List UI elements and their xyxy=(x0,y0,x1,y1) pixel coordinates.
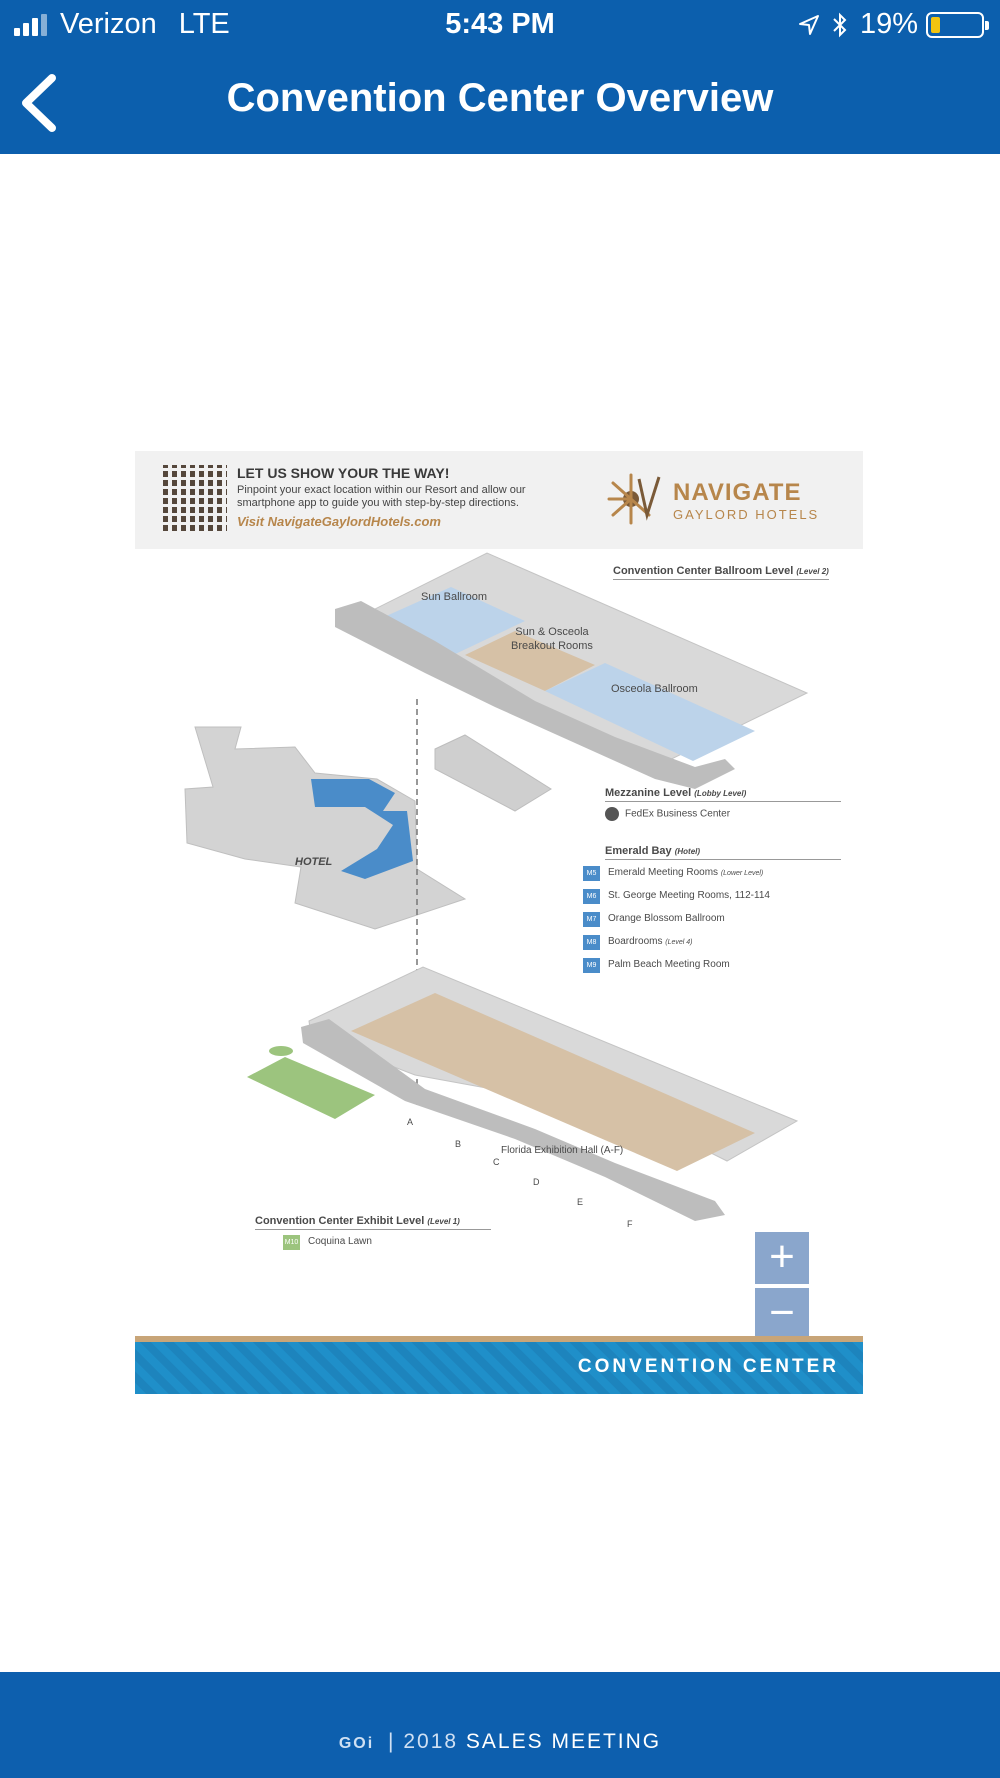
page-title: Convention Center Overview xyxy=(226,76,774,120)
qr-code xyxy=(163,465,227,531)
goi-logo: GOi xyxy=(338,1735,375,1752)
exhibition-hall-label: Florida Exhibition Hall (A-F) xyxy=(501,1145,624,1156)
floorplan: HOTEL xyxy=(184,552,809,1221)
battery-icon xyxy=(926,11,989,38)
hall-letter-f: F xyxy=(627,1219,633,1229)
footer-event: SALES MEETING xyxy=(465,1730,662,1753)
emerald-bay-heading: Emerald Bay (Hotel) xyxy=(605,845,841,860)
fedex-icon xyxy=(605,807,619,821)
ballroom-level-heading: Convention Center Ballroom Level (Level … xyxy=(613,565,829,580)
banner-url: Visit NavigateGaylordHotels.com xyxy=(237,514,441,529)
hall-letter-c: C xyxy=(493,1157,500,1167)
banner-body: Pinpoint your exact location within our … xyxy=(237,484,526,509)
footer-year: 2018 xyxy=(403,1730,459,1753)
mezzanine-block xyxy=(434,734,552,812)
brand-subtitle: GAYLORD HOTELS xyxy=(673,507,820,522)
hotel-block xyxy=(184,726,467,930)
status-left: Verizon LTE xyxy=(14,8,230,41)
convention-center-band: CONVENTION CENTER xyxy=(135,1336,863,1394)
sun-ballroom-area xyxy=(375,587,525,657)
navigation-bar: Convention Center Overview xyxy=(0,52,1000,154)
brand-name: NAVIGATE xyxy=(673,479,802,506)
zoom-out-button[interactable]: − xyxy=(755,1288,809,1340)
navigate-banner: LET US SHOW YOUR THE WAY! Pinpoint your … xyxy=(135,451,863,549)
mezzanine-heading: Mezzanine Level (Lobby Level) xyxy=(605,787,841,802)
status-time: 5:43 PM xyxy=(445,8,555,40)
zoom-in-button[interactable]: + xyxy=(755,1232,809,1284)
osceola-ballroom-label: Osceola Ballroom xyxy=(611,683,698,695)
exhibit-corridor xyxy=(301,1019,725,1221)
bluetooth-icon xyxy=(833,12,847,37)
hall-letter-b: B xyxy=(455,1139,462,1149)
signal-icon xyxy=(14,13,50,36)
banner-headline: LET US SHOW YOUR THE WAY! xyxy=(237,465,450,481)
status-right: 19% xyxy=(798,8,989,41)
coquina-lawn xyxy=(247,1057,375,1119)
battery-fill xyxy=(931,16,940,33)
battery-percent: 19% xyxy=(859,8,918,40)
hall-letter-a: A xyxy=(407,1117,414,1127)
exhibit-level-heading: Convention Center Exhibit Level (Level 1… xyxy=(255,1215,491,1230)
sun-ballroom-label: Sun Ballroom xyxy=(421,591,488,603)
map-labels: Convention Center Ballroom Level (Level … xyxy=(135,549,863,1339)
hotel-label: HOTEL xyxy=(295,856,333,868)
top-bar: Verizon LTE 5:43 PM 19% Convention Cente… xyxy=(0,0,1000,154)
status-bar: Verizon LTE 5:43 PM 19% xyxy=(0,0,1000,52)
ballroom-corridor xyxy=(335,601,735,789)
coquina-gazebo xyxy=(269,1046,293,1056)
carrier-name: Verizon xyxy=(60,8,157,40)
footer-text: GOi | 2018 SALES MEETING xyxy=(0,1730,1000,1754)
breakout-rooms-area xyxy=(465,631,595,691)
chevron-left-icon xyxy=(22,74,56,132)
location-arrow-icon xyxy=(798,14,819,35)
back-button[interactable] xyxy=(12,64,72,142)
sun-logo-icon xyxy=(607,473,661,525)
fedex-row: FedEx Business Center xyxy=(605,807,730,821)
hall-letter-e: E xyxy=(577,1197,584,1207)
osceola-ballroom-area xyxy=(545,663,755,761)
footer-divider: | xyxy=(388,1730,396,1753)
hall-letter-d: D xyxy=(533,1177,540,1187)
footer: GOi | 2018 SALES MEETING xyxy=(0,1672,1000,1778)
convention-center-label: CONVENTION CENTER xyxy=(577,1356,839,1377)
exhibition-hall-area xyxy=(351,993,755,1171)
network-type: LTE xyxy=(178,8,230,40)
convention-map[interactable]: LET US SHOW YOUR THE WAY! Pinpoint your … xyxy=(135,451,863,1394)
emerald-bay-rooms xyxy=(311,779,413,879)
